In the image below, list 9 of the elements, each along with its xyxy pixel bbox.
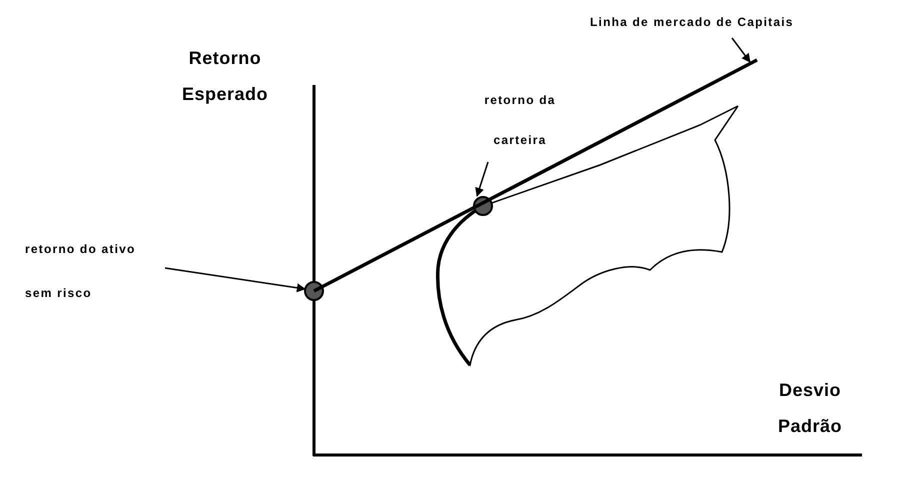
axis-title: Desvio Padrão xyxy=(776,379,844,438)
capital-market-line xyxy=(313,58,758,293)
annotation-text: Linha de mercado de Capitais xyxy=(590,15,890,29)
annotation-text: retorno do ativo sem risco xyxy=(25,227,160,315)
annotation-text: retorno da carteira xyxy=(465,80,575,160)
leader-arrow xyxy=(475,162,489,197)
leader-arrow xyxy=(731,38,751,63)
leader-arrow xyxy=(164,267,306,292)
axis-title: Retorno Esperado xyxy=(180,47,270,106)
